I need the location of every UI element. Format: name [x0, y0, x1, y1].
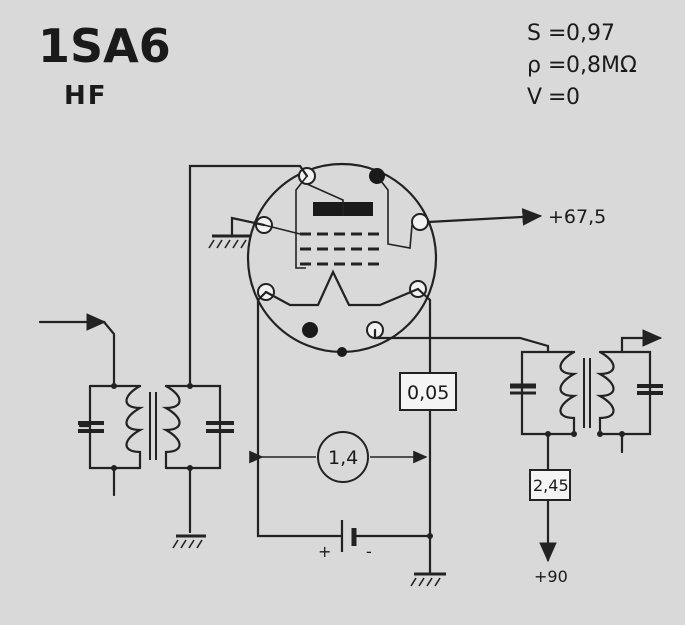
wire	[230, 216, 266, 238]
junction	[427, 533, 433, 539]
internal-wire	[295, 175, 308, 269]
wire	[256, 290, 338, 538]
secondary-coil	[595, 350, 615, 436]
param-symbol: V	[527, 85, 542, 110]
param-symbol: ρ	[527, 53, 541, 78]
input-transformer	[78, 383, 234, 534]
secondary-loop	[164, 384, 222, 470]
internal-wire	[376, 175, 413, 249]
tube-name: 1SA6	[38, 19, 171, 73]
pin	[302, 322, 318, 338]
parameter-list: S = 0,97 ρ = 0,8MΩ V = 0	[527, 21, 637, 110]
screen-resistor-label: 0,05	[407, 382, 449, 404]
param-value: 0	[566, 85, 580, 110]
output-arrow	[598, 329, 663, 354]
ground-hatch	[172, 539, 203, 549]
wire	[188, 164, 309, 388]
param-sep: =	[548, 85, 566, 110]
anode-supply-label: +67,5	[548, 206, 606, 228]
filament-voltage-label: 1,4	[328, 447, 358, 469]
wire	[373, 328, 550, 348]
junction	[597, 431, 603, 437]
internal-wire	[306, 183, 344, 216]
battery-minus-label: -	[366, 542, 372, 561]
key-pin	[337, 347, 347, 357]
junction	[111, 383, 117, 389]
secondary-coil	[161, 384, 181, 470]
screen-resistor-box	[399, 372, 457, 411]
param-sep: =	[548, 53, 566, 78]
junction	[187, 383, 193, 389]
battery-plus-label: +	[318, 542, 331, 561]
output-transformer	[510, 329, 663, 472]
ground-hatch	[208, 239, 247, 249]
junction	[545, 431, 551, 437]
plate-resistor-box	[529, 469, 571, 501]
filament	[264, 269, 420, 307]
junction	[111, 465, 117, 471]
junction	[187, 465, 193, 471]
tube-envelope	[246, 162, 438, 354]
primary-loop	[520, 344, 576, 436]
pin	[411, 213, 429, 231]
filament-voltage-circle	[317, 431, 369, 483]
primary-loop	[88, 384, 142, 470]
tube-function: HF	[64, 81, 108, 111]
plate-supply-label: +90	[534, 567, 568, 586]
tube-socket	[246, 162, 438, 357]
wire	[102, 320, 116, 388]
junction	[619, 431, 625, 437]
plate-resistor-label: 2,45	[533, 476, 569, 495]
primary-coil	[125, 384, 145, 470]
ground-hatch	[410, 577, 441, 587]
junction	[571, 431, 577, 437]
param-sep: =	[548, 21, 566, 46]
param-symbol: S	[527, 21, 541, 46]
wire	[416, 287, 432, 374]
internal-wire	[263, 224, 301, 235]
param-value: 0,97	[566, 21, 615, 46]
primary-coil	[559, 350, 579, 436]
anode-lead	[426, 208, 543, 226]
param-value: 0,8MΩ	[566, 53, 637, 78]
